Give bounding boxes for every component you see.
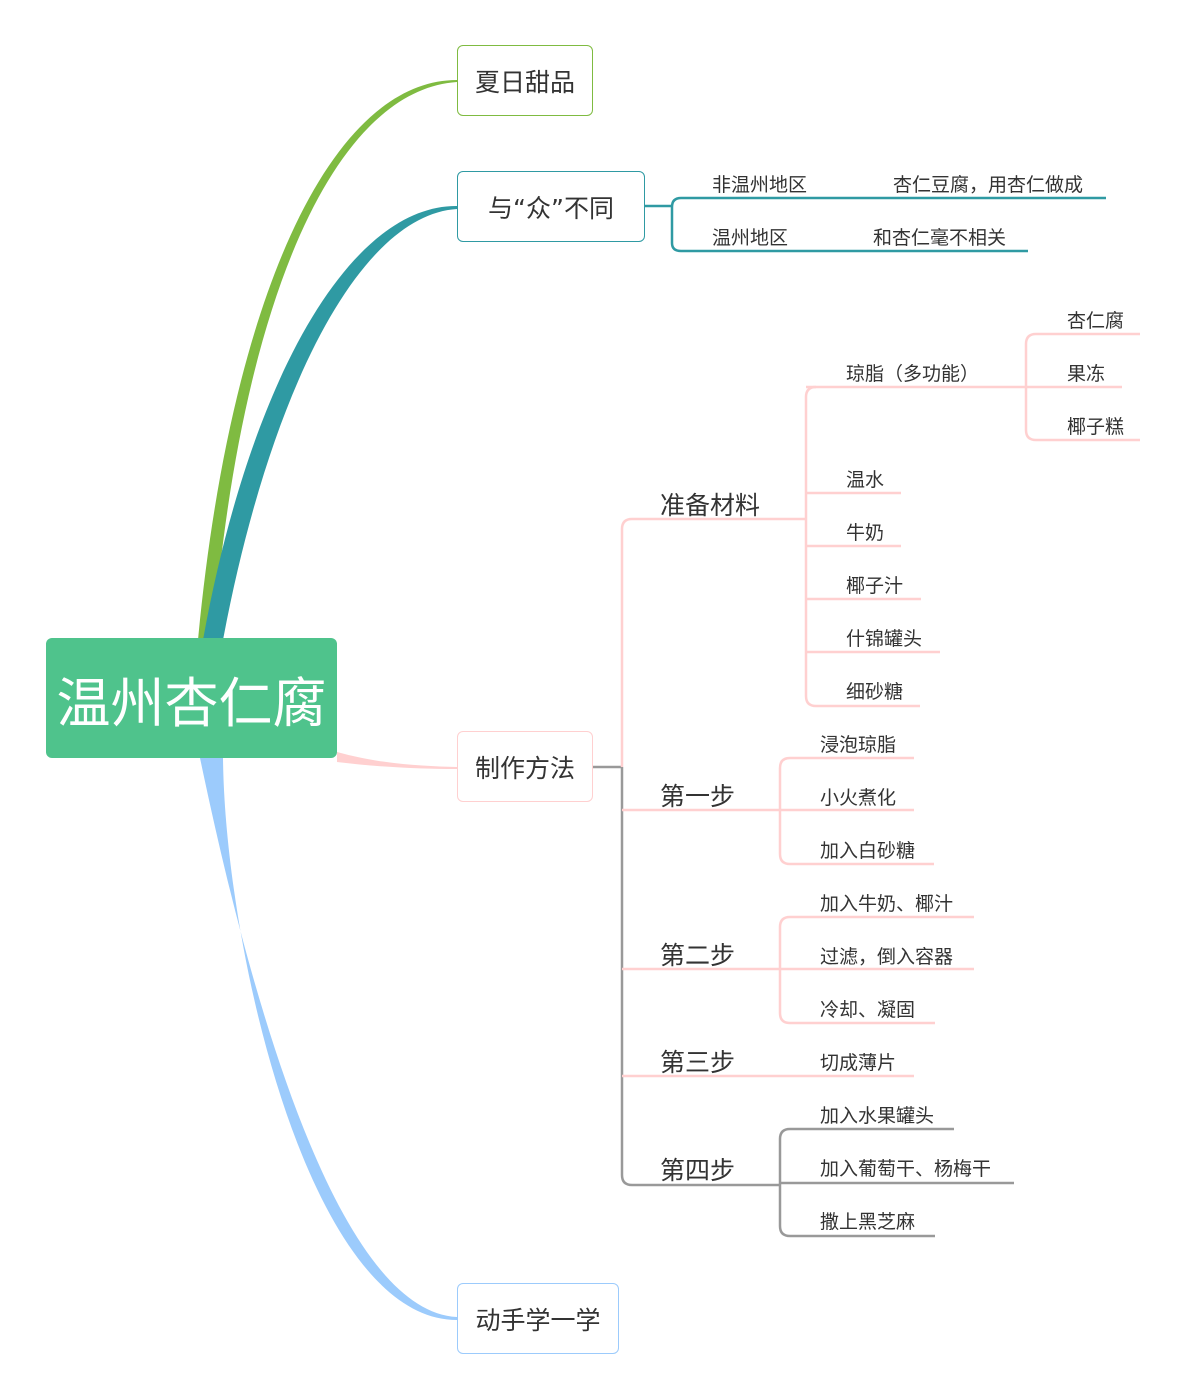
node-material-3[interactable]: 椰子汁 bbox=[846, 575, 904, 597]
node-step2[interactable]: 第二步 bbox=[660, 941, 736, 970]
branch-different-connector bbox=[203, 205, 457, 640]
node-non-wenzhou[interactable]: 非温州地区 bbox=[712, 174, 808, 196]
step4-connectors bbox=[778, 1127, 1014, 1238]
node-material-5[interactable]: 细砂糖 bbox=[846, 681, 904, 703]
node-step4-item-1[interactable]: 加入水果罐头 bbox=[820, 1105, 935, 1127]
node-agar[interactable]: 琼脂（多功能） bbox=[846, 363, 980, 385]
node-step2-item-2[interactable]: 过滤，倒入容器 bbox=[820, 946, 954, 968]
node-material-4[interactable]: 什锦罐头 bbox=[846, 628, 923, 650]
branch-method-connector bbox=[337, 752, 457, 769]
branch-summer-connector bbox=[198, 80, 457, 640]
node-step1-item-1[interactable]: 浸泡琼脂 bbox=[820, 734, 897, 756]
node-non-wenzhou-detail[interactable]: 杏仁豆腐，用杏仁做成 bbox=[893, 174, 1084, 196]
node-step4[interactable]: 第四步 bbox=[660, 1156, 736, 1185]
node-materials[interactable]: 准备材料 bbox=[660, 491, 761, 520]
node-material-1[interactable]: 温水 bbox=[846, 469, 885, 491]
node-step2-item-3[interactable]: 冷却、凝固 bbox=[820, 999, 916, 1021]
node-step4-item-3[interactable]: 撒上黑芝麻 bbox=[820, 1211, 916, 1233]
topic-learn[interactable]: 动手学一学 bbox=[457, 1283, 619, 1354]
topic-summer-dessert[interactable]: 夏日甜品 bbox=[457, 45, 593, 116]
node-step1-item-2[interactable]: 小火煮化 bbox=[820, 787, 897, 809]
node-wenzhou-detail[interactable]: 和杏仁毫不相关 bbox=[873, 227, 1007, 249]
node-wenzhou[interactable]: 温州地区 bbox=[712, 227, 789, 249]
different-connectors bbox=[645, 196, 1106, 253]
branch-learn-connector bbox=[200, 758, 457, 1320]
topic-method[interactable]: 制作方法 bbox=[457, 731, 593, 802]
root-topic[interactable]: 温州杏仁腐 bbox=[46, 638, 337, 758]
node-step2-item-1[interactable]: 加入牛奶、椰汁 bbox=[820, 893, 954, 915]
node-step3-item-1[interactable]: 切成薄片 bbox=[820, 1052, 897, 1074]
node-step1[interactable]: 第一步 bbox=[660, 782, 736, 811]
topic-different[interactable]: 与“众”不同 bbox=[457, 171, 645, 242]
node-agar-use-2[interactable]: 果冻 bbox=[1067, 363, 1106, 385]
node-step4-item-2[interactable]: 加入葡萄干、杨梅干 bbox=[820, 1158, 992, 1180]
node-agar-use-1[interactable]: 杏仁腐 bbox=[1067, 310, 1125, 332]
node-step1-item-3[interactable]: 加入白砂糖 bbox=[820, 840, 916, 862]
node-step3[interactable]: 第三步 bbox=[660, 1048, 736, 1077]
node-material-2[interactable]: 牛奶 bbox=[846, 522, 885, 544]
node-agar-use-3[interactable]: 椰子糕 bbox=[1067, 416, 1125, 438]
method-trunk bbox=[592, 517, 914, 1187]
materials-connectors bbox=[804, 332, 1140, 708]
steps-connectors bbox=[778, 756, 974, 1025]
